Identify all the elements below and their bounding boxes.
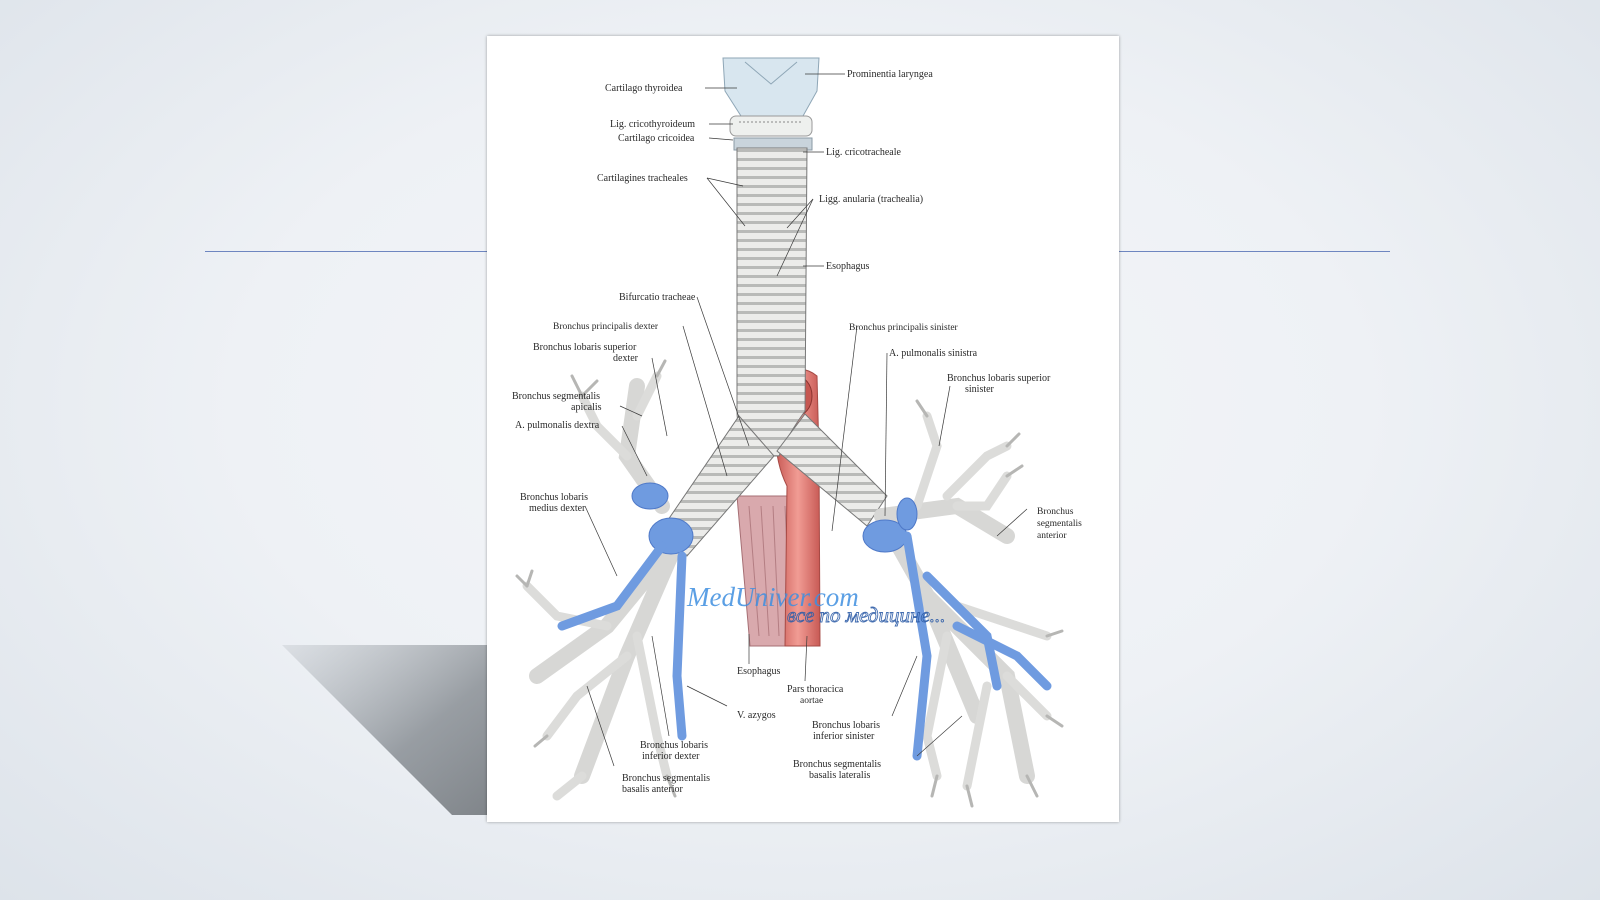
label-lig-cricothyroideum: Lig. cricothyroideum [610,119,695,130]
label-bronchus-lobaris-medius-1: Bronchus lobaris [520,492,588,503]
label-bronchus-lobaris-medius-2: medius dexter [529,503,586,514]
label-bronchus-segmentalis-apicalis-1: Bronchus segmentalis [512,391,600,402]
label-bronchus-lobaris-inferior-dexter-1: Bronchus lobaris [640,740,708,751]
label-bronchus-lobaris-superior-dexter-2: dexter [613,353,639,364]
label-ligg-anularia: Ligg. anularia (trachealia) [819,194,923,205]
label-bronchus-segmentalis-apicalis-2: apicalis [571,402,602,413]
label-bronchus-lobaris-superior-sinister-2: sinister [965,384,995,395]
label-bronchus-segmentalis-basalis-anterior-1: Bronchus segmentalis [622,773,710,784]
label-esophagus-bottom: Esophagus [737,666,780,677]
label-cartilago-cricoidea: Cartilago cricoidea [618,133,695,144]
label-bronchus-lobaris-inferior-dexter-2: inferior dexter [642,751,700,762]
trachea [736,147,808,457]
label-bronchus-segmentalis-anterior-1: Bronchus [1037,507,1074,517]
label-bronchus-segmentalis-basalis-lateralis-2: basalis lateralis [809,770,870,781]
label-bronchus-principalis-dexter: Bronchus principalis dexter [553,322,659,332]
label-bronchus-segmentalis-anterior-2: segmentalis [1037,519,1082,529]
label-bronchus-lobaris-inferior-sinister-2: inferior sinister [813,731,875,742]
label-pars-thoracica-2: aortae [800,696,823,706]
watermark-line1: MedUniver.com [686,582,859,612]
label-prominentia-laryngea: Prominentia laryngea [847,69,933,80]
label-cartilagines-tracheales: Cartilagines tracheales [597,173,688,184]
label-cartilago-thyroidea: Cartilago thyroidea [605,83,683,94]
anatomy-figure: Prominentia laryngea Cartilago thyroidea… [487,36,1119,822]
label-bronchus-segmentalis-basalis-lateralis-1: Bronchus segmentalis [793,759,881,770]
label-bronchus-lobaris-inferior-sinister-1: Bronchus lobaris [812,720,880,731]
label-bronchus-segmentalis-basalis-anterior-2: basalis anterior [622,784,683,795]
label-esophagus-top: Esophagus [826,261,869,272]
label-a-pulmonalis-dextra: A. pulmonalis dextra [515,420,600,431]
label-a-pulmonalis-sinistra: A. pulmonalis sinistra [889,348,978,359]
larynx [722,57,820,151]
label-bronchus-segmentalis-anterior-3: anterior [1037,531,1067,541]
main-bronchi [656,413,888,557]
leader-lines [584,73,1028,767]
title-rule-left [205,251,488,252]
bronchial-tree-diagram: Prominentia laryngea Cartilago thyroidea… [512,57,1082,808]
label-bifurcatio-tracheae: Bifurcatio tracheae [619,292,696,303]
label-pars-thoracica-1: Pars thoracica [787,684,844,695]
label-v-azygos: V. azygos [737,710,776,721]
title-rule-right [1118,251,1390,252]
pulmonary-vessels [631,482,918,555]
label-bronchus-lobaris-superior-sinister-1: Bronchus lobaris superior [947,373,1051,384]
label-lig-cricotracheale: Lig. cricotracheale [826,147,902,158]
watermark-line2: все по медицине... [787,603,946,627]
label-bronchus-principalis-sinister: Bronchus principalis sinister [849,323,959,333]
label-bronchus-lobaris-superior-dexter-1: Bronchus lobaris superior [533,342,637,353]
vessel-branches [557,531,1052,761]
